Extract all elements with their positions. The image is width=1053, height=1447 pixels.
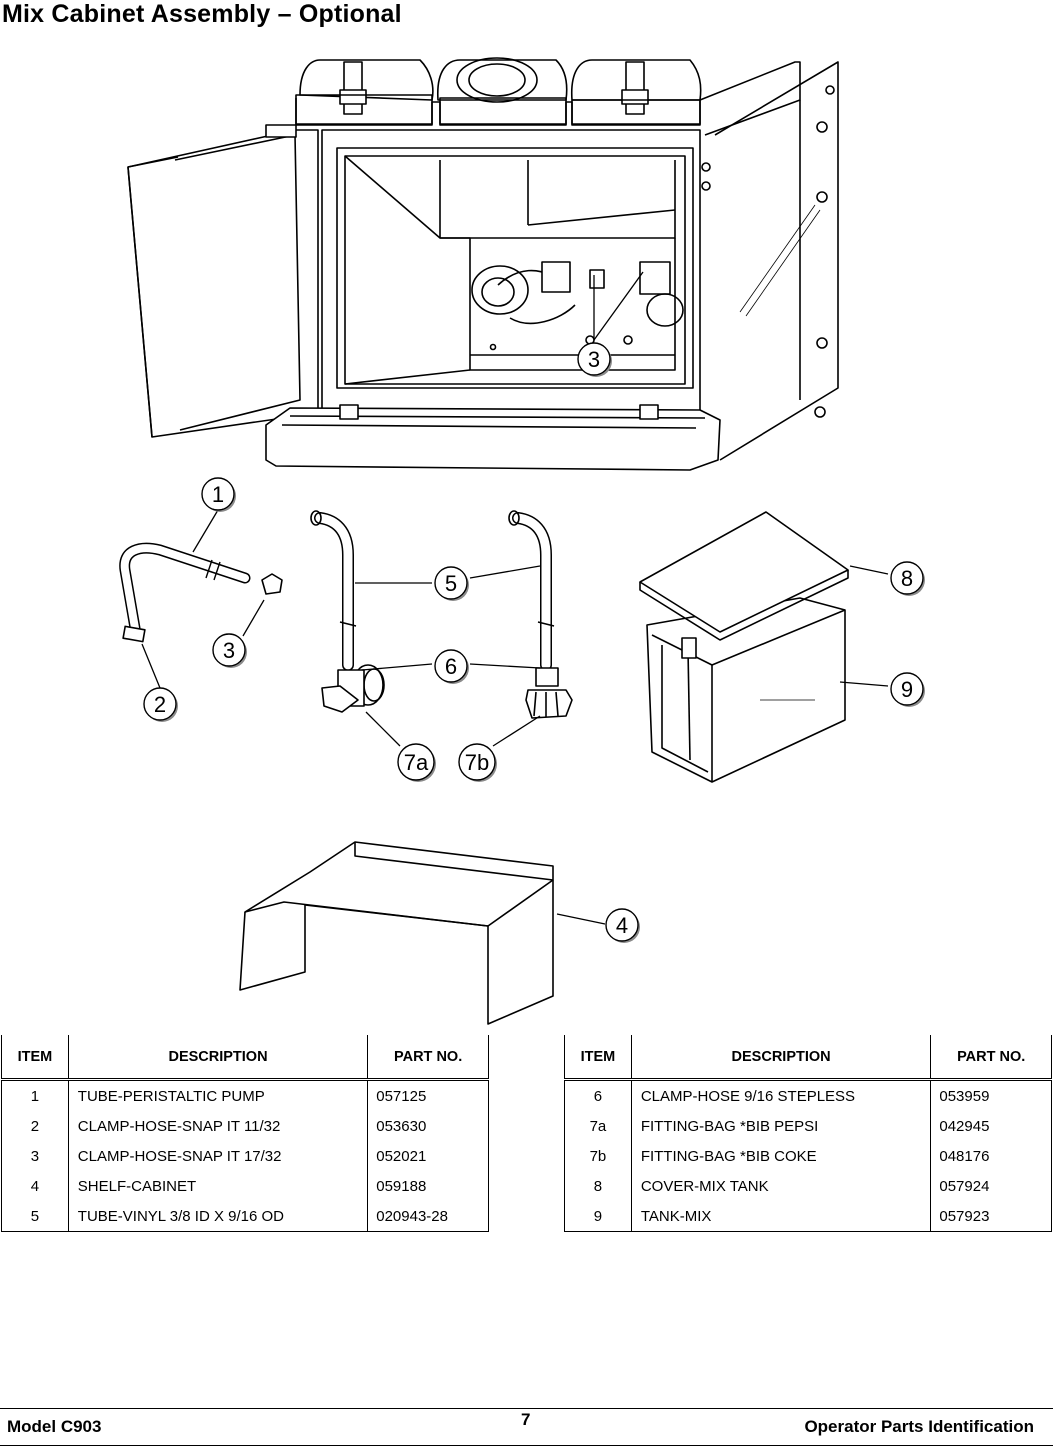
callout-2: 2 (143, 687, 178, 722)
page-title: Mix Cabinet Assembly – Optional (2, 0, 402, 28)
page-footer: Model C903 7 Operator Parts Identificati… (0, 1408, 1053, 1446)
part-number-cell: 052021 (376, 1147, 427, 1165)
table-row: 3 CLAMP-HOSE-SNAP IT 17/32 052021 (1, 1141, 489, 1171)
callout-3-machine: 3 (577, 342, 612, 377)
footer-section: Operator Parts Identification (804, 1417, 1034, 1436)
col-header-description: DESCRIPTION (68, 1035, 369, 1080)
callout-8: 8 (890, 561, 925, 596)
exploded-parts-diagram: 3 1 3 2 5 6 7a (119, 57, 925, 1025)
callout-bubbles: 3 1 3 2 5 6 7a (143, 342, 925, 943)
description-cell: SHELF-CABINET (68, 1171, 369, 1201)
table-row: 7b FITTING-BAG *BIB COKE 048176 (564, 1141, 1052, 1171)
item-cell: 6 (564, 1079, 632, 1111)
callout-9: 9 (890, 672, 925, 707)
peristaltic-tube-illustration (119, 509, 283, 689)
table-row: 6 CLAMP-HOSE 9/16 STEPLESS 053959 (564, 1079, 1052, 1111)
callout-4: 4 (605, 908, 640, 943)
description-cell: FITTING-BAG *BIB COKE (631, 1141, 932, 1171)
callout-5: 5 (434, 566, 469, 601)
svg-text:7a: 7a (404, 750, 429, 775)
part-number-cell: 020943-28 (367, 1201, 489, 1232)
svg-text:1: 1 (212, 482, 224, 507)
item-cell: 8 (564, 1171, 632, 1201)
footer-page-number: 7 (521, 1410, 531, 1429)
footer-model: Model C903 (7, 1417, 102, 1436)
table-row: 2 CLAMP-HOSE-SNAP IT 11/32 053630 (1, 1111, 489, 1141)
svg-text:5: 5 (445, 571, 457, 596)
item-cell: 3 (1, 1141, 69, 1171)
callout-6: 6 (434, 649, 469, 684)
table-row: 8 COVER-MIX TANK 057924 (564, 1171, 1052, 1201)
svg-text:9: 9 (901, 677, 913, 702)
part-number-cell: 053959 (939, 1087, 990, 1105)
vinyl-tube-fittings-illustration (310, 510, 573, 747)
part-number-cell: 057125 (376, 1087, 427, 1105)
item-cell: 1 (1, 1079, 69, 1111)
table-row: 5 TUBE-VINYL 3/8 ID X 9/16 OD 020943-28 (1, 1201, 489, 1232)
item-cell: 7b (564, 1141, 632, 1171)
col-header-item: ITEM (1, 1035, 69, 1080)
item-cell: 2 (1, 1111, 69, 1141)
col-header-part-no: PART NO. (957, 1048, 1026, 1065)
description-cell: TUBE-PERISTALTIC PUMP (68, 1079, 369, 1111)
item-cell: 4 (1, 1171, 69, 1201)
item-cell: 5 (1, 1201, 69, 1232)
description-cell: CLAMP-HOSE-SNAP IT 11/32 (68, 1111, 369, 1141)
part-number-cell: 042945 (939, 1117, 990, 1135)
part-number-cell: 059188 (376, 1177, 427, 1195)
part-number-cell: 057923 (930, 1201, 1052, 1232)
svg-text:3: 3 (588, 347, 600, 372)
col-header-item: ITEM (564, 1035, 632, 1080)
callout-7b: 7b (458, 743, 497, 782)
svg-text:3: 3 (223, 638, 235, 663)
callout-3-clamp: 3 (212, 633, 247, 668)
table-header-row: ITEM DESCRIPTION PART NO. (564, 1035, 1052, 1080)
part-number-cell: 048176 (939, 1147, 990, 1165)
svg-text:8: 8 (901, 566, 913, 591)
table-header-row: ITEM DESCRIPTION PART NO. (1, 1035, 489, 1080)
mix-cabinet-illustration (127, 57, 839, 471)
table-row: 9 TANK-MIX 057923 (564, 1201, 1052, 1232)
callout-7a: 7a (397, 743, 436, 782)
parts-table-left: ITEM DESCRIPTION PART NO. 1 TUBE-PERISTA… (1, 1035, 489, 1232)
part-number-cell: 053630 (376, 1117, 427, 1135)
cabinet-shelf-illustration (239, 841, 606, 1025)
description-cell: COVER-MIX TANK (631, 1171, 932, 1201)
item-cell: 7a (564, 1111, 632, 1141)
item-cell: 9 (564, 1201, 632, 1232)
svg-text:6: 6 (445, 654, 457, 679)
table-row: 1 TUBE-PERISTALTIC PUMP 057125 (1, 1079, 489, 1111)
svg-text:2: 2 (154, 692, 166, 717)
parts-table-right: ITEM DESCRIPTION PART NO. 6 CLAMP-HOSE 9… (564, 1035, 1052, 1232)
mix-tank-illustration (639, 511, 889, 783)
col-header-part-no: PART NO. (394, 1048, 463, 1065)
part-number-cell: 057924 (939, 1177, 990, 1195)
table-row: 4 SHELF-CABINET 059188 (1, 1171, 489, 1201)
description-cell: CLAMP-HOSE 9/16 STEPLESS (631, 1079, 932, 1111)
description-cell: TANK-MIX (631, 1201, 932, 1232)
table-row: 7a FITTING-BAG *BIB PEPSI 042945 (564, 1111, 1052, 1141)
description-cell: TUBE-VINYL 3/8 ID X 9/16 OD (68, 1201, 369, 1232)
svg-text:4: 4 (616, 913, 628, 938)
svg-text:7b: 7b (465, 750, 489, 775)
description-cell: CLAMP-HOSE-SNAP IT 17/32 (68, 1141, 369, 1171)
description-cell: FITTING-BAG *BIB PEPSI (631, 1111, 932, 1141)
callout-1: 1 (201, 477, 236, 512)
col-header-description: DESCRIPTION (631, 1035, 932, 1080)
